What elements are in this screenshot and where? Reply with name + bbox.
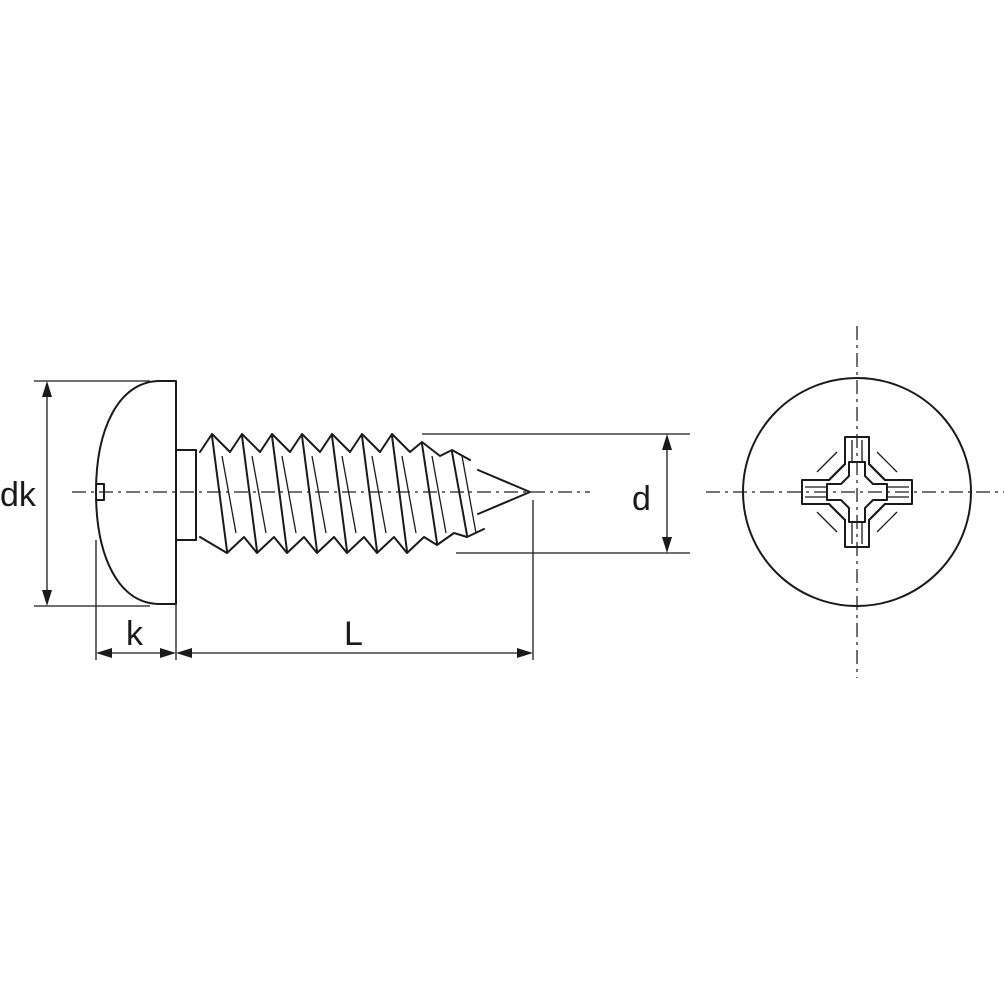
recess-wing-edge [828,463,846,481]
phillips-recess [801,436,913,548]
thread-flank-inner [461,455,477,534]
thread-top-profile [199,433,471,461]
recess-wing-edge [828,503,846,521]
recess-wing-inner [876,511,898,533]
thread-flank-inner [371,455,387,534]
thread-flank-inner [401,455,417,534]
dimension-L: L [176,500,534,660]
dimension-dk: dk [0,380,150,607]
thread-flank [211,435,228,552]
screw-side-view [95,380,531,605]
thread-bottom-profile [199,528,485,554]
k-label: k [126,615,144,653]
thread-flank [241,435,258,552]
screw-shank [175,449,197,541]
screw-head [95,380,177,605]
thread-flank [451,451,468,536]
thread-flank-inner [221,455,237,534]
thread-flank [331,435,348,552]
thread-flank-inner [281,455,297,534]
thread-flank [271,435,288,552]
thread-flank [361,435,378,552]
thread-flank [301,435,318,552]
thread-flank-inner [341,455,357,534]
thread-flank [421,443,438,544]
thread-flank-inner [431,455,447,534]
dimension-k: k [95,540,177,660]
recess-wing-edge [868,503,886,521]
screw-thread [199,433,485,554]
thread-flank-inner [311,455,327,534]
dimension-d: d [422,433,690,554]
recess-wing-inner [816,511,838,533]
recess-wing-inner [876,451,898,473]
dk-label: dk [0,476,37,514]
thread-flank [391,435,408,552]
recess-inner-outline [826,461,888,523]
thread-flank-inner [251,455,267,534]
recess-wing-edge [868,463,886,481]
recess-wing-inner [816,451,838,473]
screw-tip [477,469,531,515]
d-label: d [632,480,651,518]
L-label: L [344,615,363,653]
